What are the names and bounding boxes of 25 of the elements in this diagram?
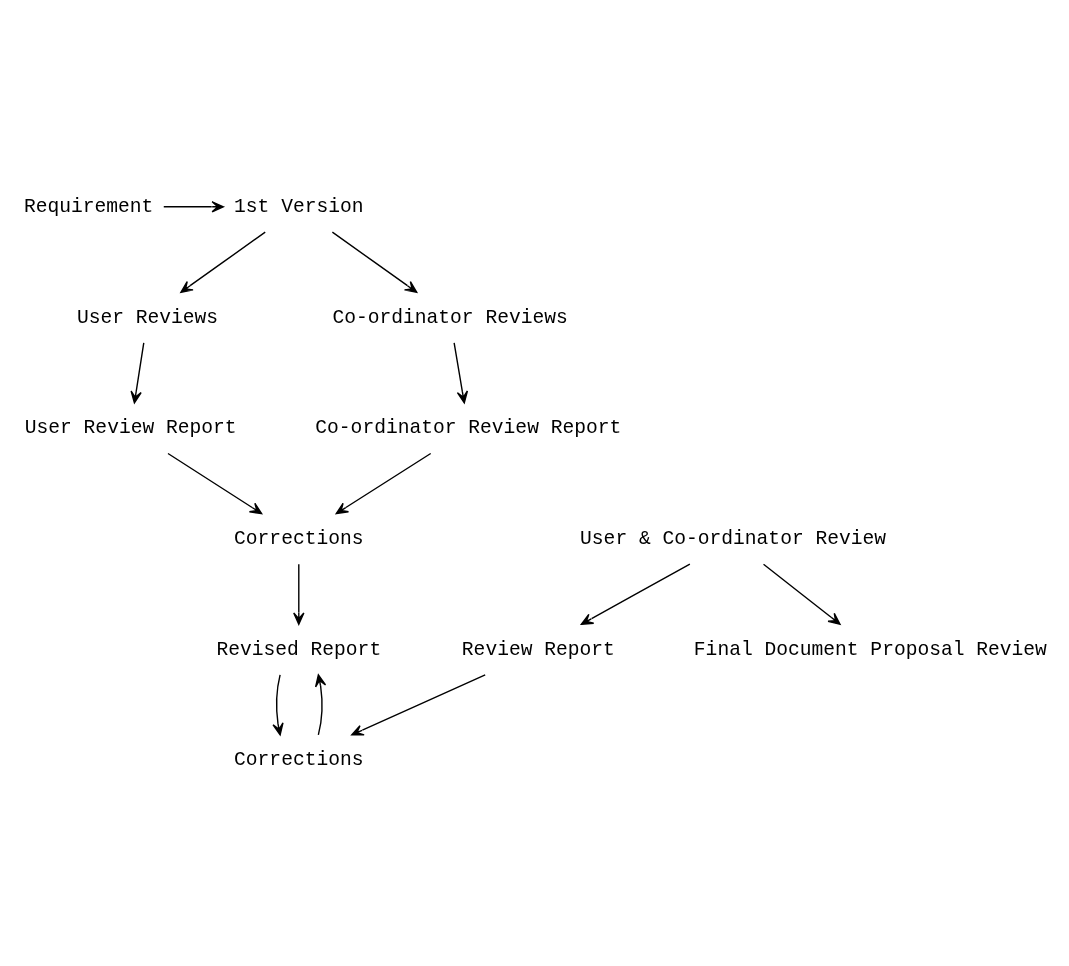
node-text: Corrections [234,748,364,771]
arrow [762,562,841,625]
arrow [580,562,691,625]
arrow [272,673,284,736]
node-text: Revised Report [216,638,382,661]
node-text: Co-ordinator Reviews [332,306,568,329]
arrow [331,230,418,293]
arrow [351,673,486,736]
node-text: Review Report [461,638,615,661]
arrow [163,200,225,213]
node-text: Requirement [23,195,154,218]
arrow [130,341,145,404]
node-text: Co-ordinator Review Report [315,416,622,439]
node-text: Final Document Proposal Review [693,638,1047,661]
node-text: User Reviews [76,306,219,329]
arrow [335,452,432,514]
node-text: Corrections [234,527,364,550]
arrow [167,452,263,514]
node-text: User & Co-ordinator Review [580,527,887,550]
node-text: User Review Report [24,416,237,439]
arrow [180,230,266,293]
arrow [314,673,327,736]
arrow [293,562,305,625]
arrow [453,341,469,404]
node-text: 1st Version [234,195,364,218]
